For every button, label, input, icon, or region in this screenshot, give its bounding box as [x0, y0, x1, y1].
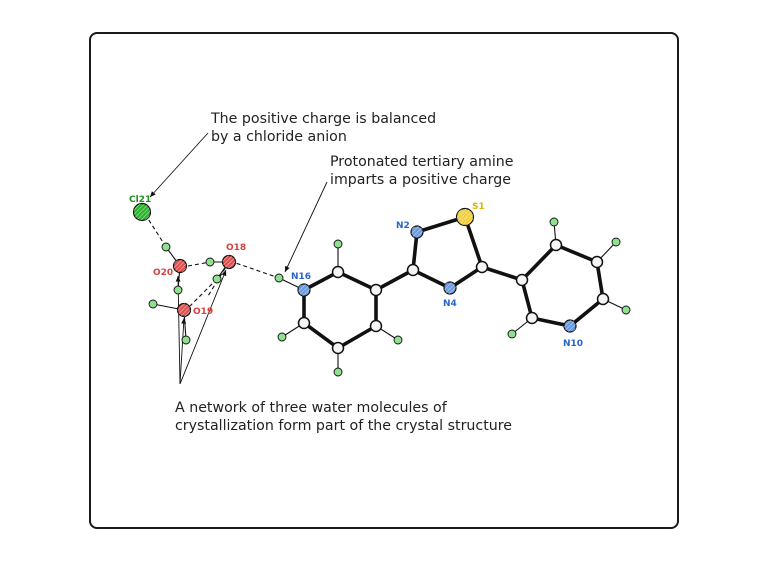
atoms [132, 202, 631, 377]
oxygen-atoms [172, 254, 237, 318]
hydrogen-atoms [148, 217, 631, 377]
label-n10: N10 [563, 339, 583, 349]
sulfur-atom [455, 207, 475, 227]
nitrogen-atoms [297, 225, 577, 333]
callout-water-line1: A network of three water molecules of [175, 400, 448, 416]
label-o18: O18 [226, 243, 246, 253]
callout-amine-line2: imparts a positive charge [330, 172, 511, 188]
arrow-to-o18 [179, 269, 227, 385]
callout-water: A network of three water molecules of cr… [175, 400, 512, 434]
label-n16: N16 [291, 272, 311, 282]
label-n4: N4 [443, 299, 457, 309]
callout-water-line2: crystallization form part of the crystal… [175, 418, 512, 434]
callout-amine: Protonated tertiary amine imparts a posi… [330, 154, 513, 188]
label-o20: O20 [153, 268, 173, 278]
label-cl21: Cl21 [129, 195, 151, 205]
label-o19: O19 [193, 307, 213, 317]
callout-chloride: The positive charge is balanced by a chl… [210, 111, 436, 145]
arrow-to-chloride [149, 132, 209, 198]
diagram-frame [89, 32, 679, 529]
arrow-to-n16 [284, 181, 328, 273]
callout-chloride-line1: The positive charge is balanced [210, 111, 436, 127]
callout-amine-line1: Protonated tertiary amine [330, 154, 513, 170]
chlorine-atom [132, 202, 152, 222]
hydrogen-bonds [144, 213, 280, 307]
carbon-atoms [297, 238, 610, 355]
arrow-to-o19 [179, 317, 187, 385]
label-n2: N2 [396, 221, 410, 231]
callout-arrows [149, 132, 328, 385]
atom-labels: Cl21 O18 O20 O19 N16 N2 S1 N4 N10 [129, 195, 583, 349]
callout-chloride-line2: by a chloride anion [211, 129, 347, 145]
label-s1: S1 [472, 202, 485, 212]
